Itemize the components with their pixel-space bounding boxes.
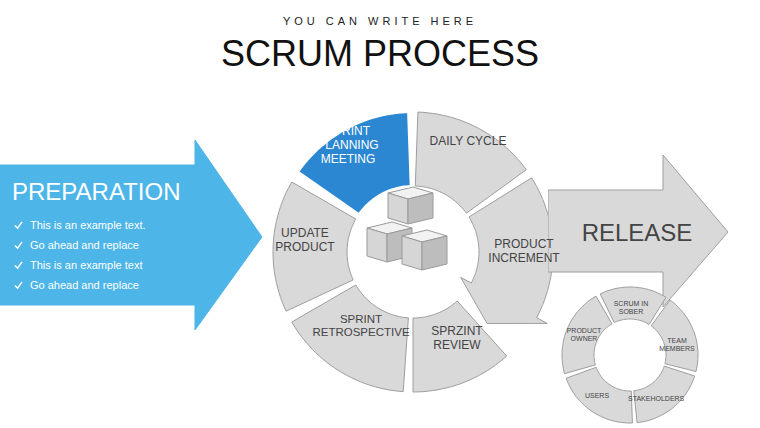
segment-label-holder: SPRZINT REVIEW [424,325,490,353]
release-label-holder: RELEASE [562,219,712,247]
role-segment-shape [631,364,697,425]
subtitle-holder: YOU CAN WRITE HERE [0,15,760,27]
cycle-arrow-segment: PRODUCT INCREMENT [458,175,555,326]
role-segment: PRODUCT OWNER [560,294,614,376]
check-mark [14,281,23,290]
segment-label: UPDATE PRODUCT [265,227,345,255]
preparation-arrow: PREPARATION This is an example text. Go ah… [0,140,262,330]
segment-label-holder: USERS [580,392,614,400]
bullet-text-holder: Go ahead and replace [30,278,195,292]
segment-label-holder: STAKEHOLDERS [628,395,684,403]
role-segment-shape [649,297,700,374]
title-text: SCRUM PROCESS [0,33,760,75]
segment-label-holder: DAILY CYCLE [428,135,508,149]
segment-label-holder: SCRUM IN SOBER [609,300,653,316]
preparation-arrow-shape [0,140,262,330]
title-holder: SCRUM PROCESS [0,33,760,75]
section-heading-holder: PREPARATION [12,178,192,206]
release-arrow-outline [548,155,728,307]
segment-label-holder: TEAM MEMBERS [659,337,695,353]
segment-label: TEAM MEMBERS [659,337,695,353]
check-stroke [15,222,22,228]
role-segment: TEAM MEMBERS [649,297,700,374]
check-stroke [15,242,22,248]
role-segment-outline [651,300,698,372]
role-segment-outline [566,367,632,423]
role-segment: USERS [564,365,635,425]
cycle-segment: SPRZINT REVIEW [411,299,509,394]
role-segment: STAKEHOLDERS [631,364,697,425]
role-segment-outline [562,296,612,374]
section-heading: PREPARATION [12,178,192,206]
bullet-text: Go ahead and replace [30,278,195,292]
subtitle-text: YOU CAN WRITE HERE [0,15,760,27]
segment-label: SPRZINT REVIEW [424,325,490,353]
bullet-text: This is an example text. [30,218,195,232]
bullet-text-holder: This is an example text [30,258,195,272]
segment-label-holder: SPRINT RETROSPECTIVE [305,313,417,339]
check-mark [14,241,23,250]
segment-label: DAILY CYCLE [428,135,508,149]
check-mark [14,261,23,270]
check-mark [14,221,23,230]
segment-label: PRODUCT OWNER [564,327,604,343]
check-stroke [15,262,22,268]
cycle-segment-outline [292,285,409,392]
segment-label: STAKEHOLDERS [628,395,684,403]
role-segment-outline [634,366,695,423]
segment-label: PRODUCT INCREMENT [487,238,561,266]
segment-label-holder: UPDATE PRODUCT [265,227,345,255]
cycle-segment-outline [413,301,507,392]
segment-label-holder: PRODUCT OWNER [564,327,604,343]
check-stroke [15,282,22,288]
preparation-arrow-outline [0,140,262,330]
bullet-text-holder: This is an example text. [30,218,195,232]
segment-label: SPRINT RETROSPECTIVE [305,313,417,339]
release-arrow: RELEASE [548,155,728,307]
bullet-text: Go ahead and replace [30,238,195,252]
segment-label: SCRUM IN SOBER [609,300,653,316]
release-label: RELEASE [562,219,712,247]
segment-label-holder: PRODUCT INCREMENT [487,238,561,266]
bullet-text-holder: Go ahead and replace [30,238,195,252]
segment-label-holder: SPRINT PLANNING MEETING [302,125,394,166]
segment-label: SPRINT PLANNING MEETING [302,125,394,166]
segment-label: USERS [580,392,614,400]
bullet-text: This is an example text [30,258,195,272]
cycle-segment: UPDATE PRODUCT [271,180,358,314]
